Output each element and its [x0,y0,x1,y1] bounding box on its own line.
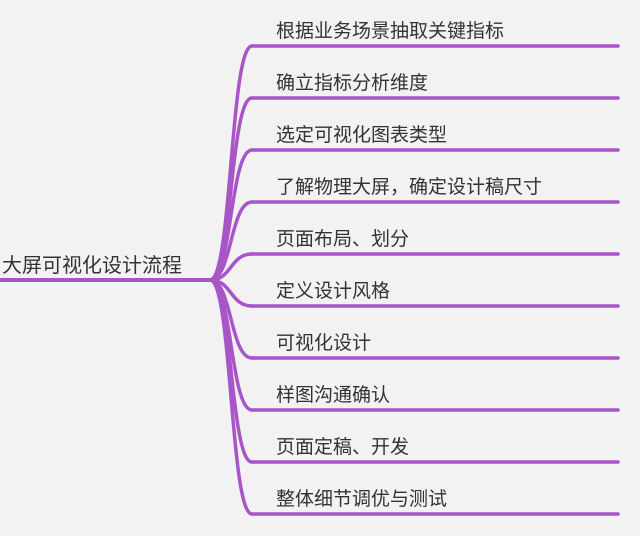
root-node[interactable]: 大屏可视化设计流程 [2,253,182,277]
branch-node-10[interactable]: 整体细节调优与测试 [276,488,448,510]
branch-connector-2 [208,96,254,282]
branch-node-2[interactable]: 确立指标分析维度 [276,72,429,94]
branch-node-8[interactable]: 样图沟通确认 [276,384,391,406]
branch-node-7[interactable]: 可视化设计 [276,332,372,354]
branch-connector-4 [208,200,254,282]
branch-node-6[interactable]: 定义设计风格 [276,280,391,302]
branch-node-9[interactable]: 页面定稿、开发 [276,436,410,458]
branch-node-5[interactable]: 页面布局、划分 [276,228,410,250]
branch-node-1[interactable]: 根据业务场景抽取关键指标 [276,20,505,42]
branch-connector-10 [208,278,254,516]
branch-node-3[interactable]: 选定可视化图表类型 [276,124,448,146]
branch-connector-9 [208,278,254,464]
branch-node-4[interactable]: 了解物理大屏，确定设计稿尺寸 [276,176,543,198]
